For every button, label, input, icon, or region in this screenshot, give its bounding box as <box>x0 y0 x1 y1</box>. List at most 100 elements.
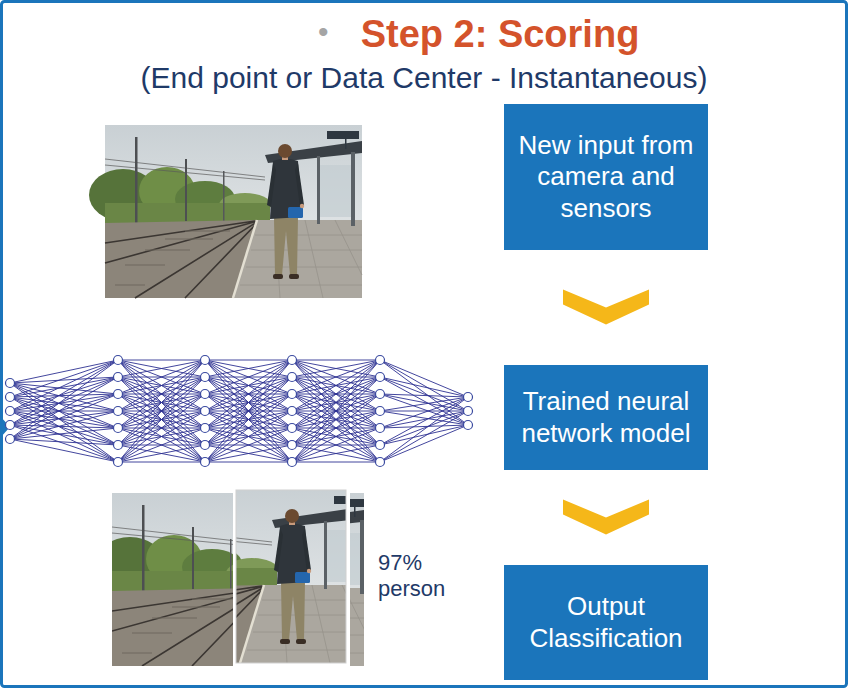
weight-line <box>118 445 205 462</box>
weight-line <box>205 394 292 462</box>
neuron <box>114 373 123 382</box>
weight-line <box>118 360 205 411</box>
weight-line <box>118 360 205 377</box>
weight-line <box>292 394 380 462</box>
weight-line <box>205 360 292 462</box>
weight-line <box>10 394 118 425</box>
neuron <box>114 390 123 399</box>
weight-line <box>292 360 380 377</box>
weight-line <box>380 397 468 462</box>
weight-line <box>380 425 468 445</box>
neuron <box>114 407 123 416</box>
weight-line <box>205 377 292 462</box>
weight-line <box>380 425 468 462</box>
weight-line <box>292 377 380 462</box>
confidence-label: 97% person <box>378 550 462 603</box>
weight-line <box>292 360 380 462</box>
weight-line <box>10 383 118 462</box>
network-weights <box>10 360 468 462</box>
neuron <box>114 441 123 450</box>
weight-line <box>118 360 205 377</box>
weight-line <box>10 411 118 425</box>
crop-image <box>112 493 233 666</box>
weight-line <box>292 360 380 445</box>
crop-image <box>350 493 364 666</box>
weight-line <box>118 360 205 445</box>
slide-title: Step 2: Scoring <box>300 12 700 58</box>
crop-right <box>98 493 371 666</box>
weight-line <box>205 445 292 462</box>
weight-line <box>380 394 468 425</box>
weight-line <box>380 377 468 411</box>
flow-chevron <box>563 500 649 535</box>
weight-line <box>205 360 292 445</box>
crop-image <box>236 490 346 663</box>
weight-line <box>380 411 468 445</box>
neuron <box>464 407 473 416</box>
weight-line <box>292 360 380 428</box>
neuron <box>288 390 297 399</box>
weight-line <box>205 394 292 462</box>
weight-line <box>292 360 380 394</box>
weight-line <box>118 428 205 462</box>
weight-line <box>118 411 205 462</box>
neuron <box>201 407 210 416</box>
weight-line <box>205 360 292 377</box>
weight-line <box>205 360 292 445</box>
neuron <box>376 424 385 433</box>
weight-line <box>118 377 205 462</box>
weight-line <box>118 394 205 462</box>
neuron <box>464 393 473 402</box>
neuron <box>376 407 385 416</box>
weight-line <box>205 377 292 462</box>
neuron <box>201 458 210 467</box>
weight-line <box>205 360 292 377</box>
weight-line <box>205 360 292 428</box>
weight-line <box>10 411 118 412</box>
neuron <box>201 390 210 399</box>
weight-line <box>118 377 205 462</box>
weight-line <box>10 360 118 411</box>
weight-line <box>10 394 118 439</box>
neuron <box>376 390 385 399</box>
weight-line <box>10 425 118 462</box>
neuron <box>6 379 15 388</box>
weight-line <box>205 360 292 411</box>
weight-line <box>10 397 118 428</box>
neural-network-figure <box>6 356 473 467</box>
weight-line <box>292 360 380 377</box>
weight-line <box>205 411 292 462</box>
weight-line <box>380 411 468 412</box>
flow-chevron <box>563 290 649 325</box>
weight-line <box>205 360 292 411</box>
weight-line <box>292 445 380 462</box>
box-label: New input from camera and sensors <box>514 130 698 224</box>
neuron <box>288 373 297 382</box>
process-box: Trained neural network model <box>504 365 708 470</box>
weight-line <box>380 360 468 411</box>
neuron <box>288 441 297 450</box>
weight-line <box>205 428 292 462</box>
weight-line <box>292 360 380 361</box>
weight-line <box>205 462 292 463</box>
neuron <box>288 424 297 433</box>
neuron <box>464 421 473 430</box>
weight-line <box>10 428 118 439</box>
weight-line <box>292 428 380 462</box>
process-box: Output Classification <box>504 565 708 680</box>
weight-line <box>205 360 292 462</box>
weight-line <box>118 360 205 361</box>
weight-line <box>380 411 468 428</box>
weight-line <box>292 411 380 462</box>
weight-line <box>10 360 118 439</box>
neuron <box>201 424 210 433</box>
weight-line <box>118 445 205 462</box>
weight-line <box>205 428 292 462</box>
neuron <box>201 356 210 365</box>
neuron <box>114 424 123 433</box>
weight-line <box>205 360 292 394</box>
process-box: New input from camera and sensors <box>504 104 708 250</box>
weight-line <box>118 394 205 462</box>
input-photo <box>89 125 362 298</box>
